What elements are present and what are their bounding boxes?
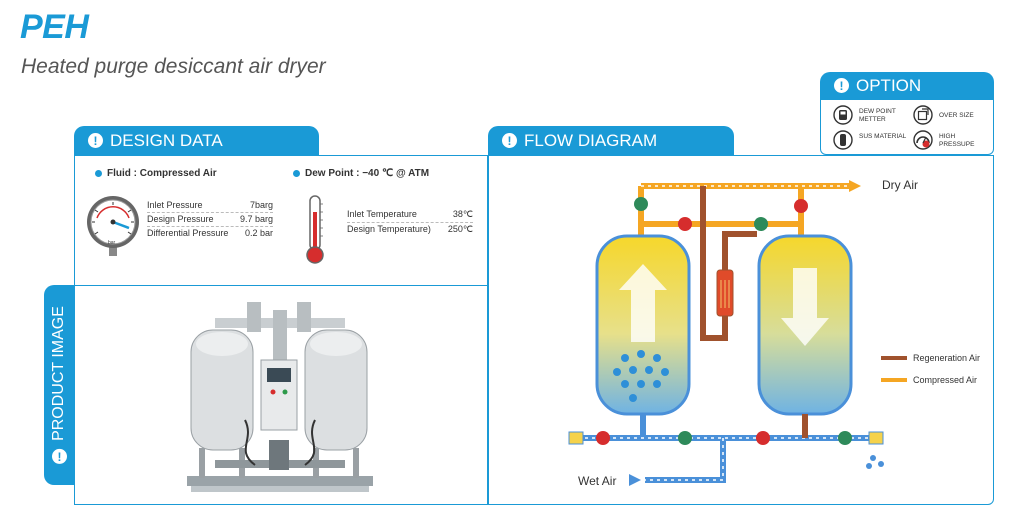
dew-point-meter-icon [833, 105, 853, 125]
flow-diagram-svg [568, 180, 907, 486]
thermometer-icon [306, 195, 324, 264]
spec-value: 0.2 bar [244, 228, 273, 238]
product-image-box [74, 285, 488, 505]
fluid-text: Fluid : Compressed Air [107, 168, 217, 179]
spec-row: Inlet Pressure 7barg [147, 200, 273, 213]
spec-value: 250℃ [447, 224, 473, 234]
fitting-icon [868, 431, 884, 445]
product-photo [187, 302, 373, 492]
design-data-tab: ! DESIGN DATA [74, 126, 319, 155]
option-label: OPTION [856, 75, 922, 95]
legend-compressed-swatch [881, 378, 907, 382]
page-subtitle: Heated purge desiccant air dryer [21, 55, 326, 78]
regeneration-pipe [700, 186, 757, 341]
pressure-gauge-icon [87, 196, 139, 256]
spec-row: Design Temperature) 250℃ [347, 224, 473, 237]
product-image-tab-inner: ! PRODUCT IMAGE [50, 306, 68, 464]
gauge-unit: bar [108, 240, 116, 246]
spec-value: 7barg [249, 200, 273, 210]
dew-point-text: Dew Point : −40 ℃ @ ATM [305, 168, 430, 179]
info-icon: ! [51, 448, 67, 464]
option-tab: ! OPTION [820, 72, 994, 99]
spec-row: Design Pressure 9.7 barg [147, 214, 273, 227]
valve-icon [596, 197, 852, 445]
option-item-label: OVER SIZE [939, 112, 974, 119]
wet-air-label: Wet Air [578, 474, 617, 488]
sus-material-icon [833, 130, 853, 150]
product-image-tab: ! PRODUCT IMAGE [44, 285, 74, 485]
option-item-label: HIGH PRESSUPE [939, 133, 975, 148]
info-icon: ! [502, 133, 517, 148]
spec-row: Differential Pressure 0.2 bar [147, 228, 273, 240]
spec-name: Inlet Pressure [147, 200, 203, 210]
info-icon: ! [834, 78, 849, 93]
flow-diagram-tab: ! FLOW DIAGRAM [488, 126, 734, 155]
bullet-icon [293, 169, 300, 177]
spec-name: Design Temperature) [347, 224, 431, 234]
option-item-label: SUS MATERIAL [859, 133, 907, 140]
high-pressure-icon [913, 130, 933, 150]
spec-row: Inlet Temperature 38℃ [347, 209, 473, 223]
wet-air-arrow-icon [629, 474, 641, 486]
flow-diagram-label: FLOW DIAGRAM [524, 130, 658, 150]
option-box: DEW POINT METTER OVER SIZE SUS MATERIAL … [820, 99, 994, 155]
info-icon: ! [88, 133, 103, 148]
design-data-box: Fluid : Compressed Air Dew Point : −40 ℃… [74, 155, 488, 285]
drain-drops-icon [866, 455, 884, 469]
spec-value: 9.7 barg [239, 214, 273, 224]
over-size-icon [913, 105, 933, 125]
dew-point-line: Dew Point : −40 ℃ @ ATM [293, 168, 429, 179]
down-arrow-icon [781, 268, 829, 346]
bullet-icon [95, 169, 102, 177]
spec-name: Differential Pressure [147, 228, 229, 238]
option-item-label: DEW POINT METTER [859, 108, 896, 123]
water-drops-icon [613, 350, 669, 402]
legend-regeneration-label: Regeneration Air [913, 353, 981, 363]
spec-name: Inlet Temperature [347, 209, 417, 219]
dry-air-label: Dry Air [882, 178, 918, 192]
dry-air-arrow-icon [849, 180, 861, 192]
design-data-label: DESIGN DATA [110, 130, 223, 150]
spec-name: Design Pressure [147, 214, 214, 224]
spec-value: 38℃ [452, 209, 473, 219]
product-image-label: PRODUCT IMAGE [50, 306, 67, 441]
up-arrow-icon [619, 264, 667, 342]
legend-compressed-label: Compressed Air [913, 375, 978, 385]
flow-diagram-box: Dry Air Wet Air Regeneration Air Compres… [488, 155, 994, 505]
fitting-icon [568, 431, 584, 445]
fluid-line: Fluid : Compressed Air [95, 168, 217, 179]
page-title: PEH [20, 8, 89, 46]
legend-regeneration-swatch [881, 356, 907, 360]
